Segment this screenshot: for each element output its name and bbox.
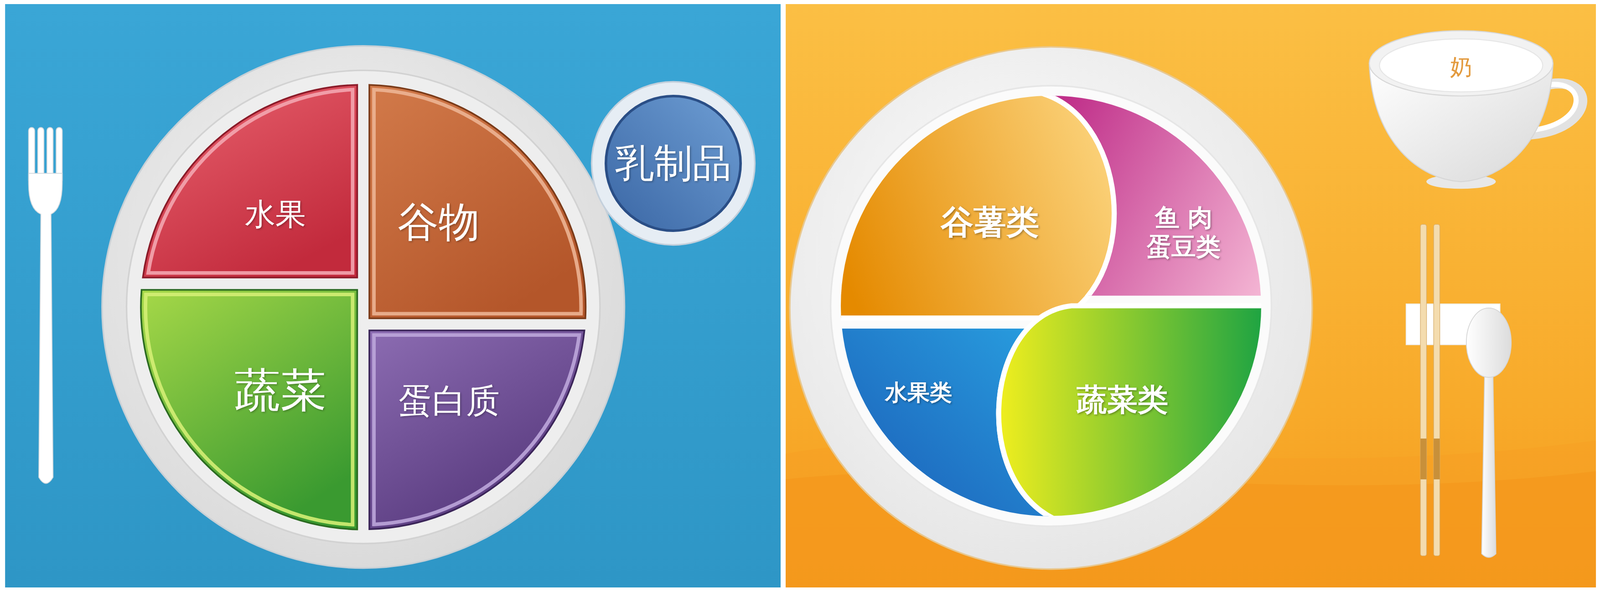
plate-well bbox=[126, 70, 600, 544]
sector-border bbox=[373, 335, 580, 525]
fruit-sector: 水果 bbox=[140, 84, 358, 278]
food-label: 蔬菜 bbox=[234, 363, 327, 419]
region-fill bbox=[826, 91, 1115, 319]
protein-sector: 蛋白质 bbox=[369, 330, 586, 530]
sector-fill bbox=[140, 289, 358, 530]
chopsticks bbox=[1420, 224, 1440, 556]
plate-rim bbox=[789, 46, 1313, 570]
food-label: 鱼 肉 蛋豆类 bbox=[1144, 203, 1223, 263]
region-group bbox=[998, 305, 1276, 526]
region-fill bbox=[998, 305, 1276, 526]
food-label: 谷物 bbox=[397, 197, 480, 247]
meat-egg-bean-region-shape bbox=[1035, 95, 1262, 296]
left-panel bbox=[5, 4, 781, 588]
food-label: 水果 bbox=[244, 196, 306, 234]
sector-border bbox=[373, 89, 581, 314]
disc-rim bbox=[591, 81, 756, 245]
sector-border bbox=[145, 294, 353, 525]
dairy-circle: 乳制品 bbox=[589, 79, 757, 248]
sector-border bbox=[148, 89, 353, 273]
vegetable-sector: 蔬菜 bbox=[140, 289, 358, 530]
meat-egg-bean-region: 鱼 肉 蛋豆类 bbox=[1035, 95, 1262, 296]
cup-rim bbox=[1369, 30, 1554, 96]
spoon bbox=[1466, 308, 1512, 558]
food-label: 蛋白质 bbox=[398, 380, 500, 422]
food-label: 乳制品 bbox=[615, 139, 732, 187]
vegetable-region: 蔬菜类 bbox=[969, 305, 1262, 517]
plate-rim bbox=[102, 46, 625, 569]
fruit-sector-shape bbox=[140, 84, 358, 278]
food-label: 蔬菜类 bbox=[1076, 381, 1169, 419]
sector-fill bbox=[369, 330, 585, 530]
disc-fill bbox=[605, 95, 741, 231]
region-group bbox=[1035, 91, 1276, 319]
cup-inside bbox=[1379, 38, 1544, 92]
food-label: 奶 bbox=[1449, 53, 1473, 81]
region-fill bbox=[1035, 91, 1276, 296]
region-group bbox=[826, 91, 1115, 319]
food-label: 水果类 bbox=[885, 379, 953, 407]
food-label: 谷薯类 bbox=[940, 202, 1040, 243]
grain-sector: 谷物 bbox=[369, 84, 586, 319]
fork bbox=[28, 127, 63, 484]
sector-fill bbox=[369, 84, 586, 319]
milk-cup: 奶 bbox=[1365, 20, 1600, 192]
protein-sector-shape bbox=[369, 330, 586, 530]
right-panel bbox=[785, 4, 1596, 588]
sector-fill bbox=[142, 84, 358, 278]
milk-cup-shape bbox=[1365, 20, 1600, 192]
